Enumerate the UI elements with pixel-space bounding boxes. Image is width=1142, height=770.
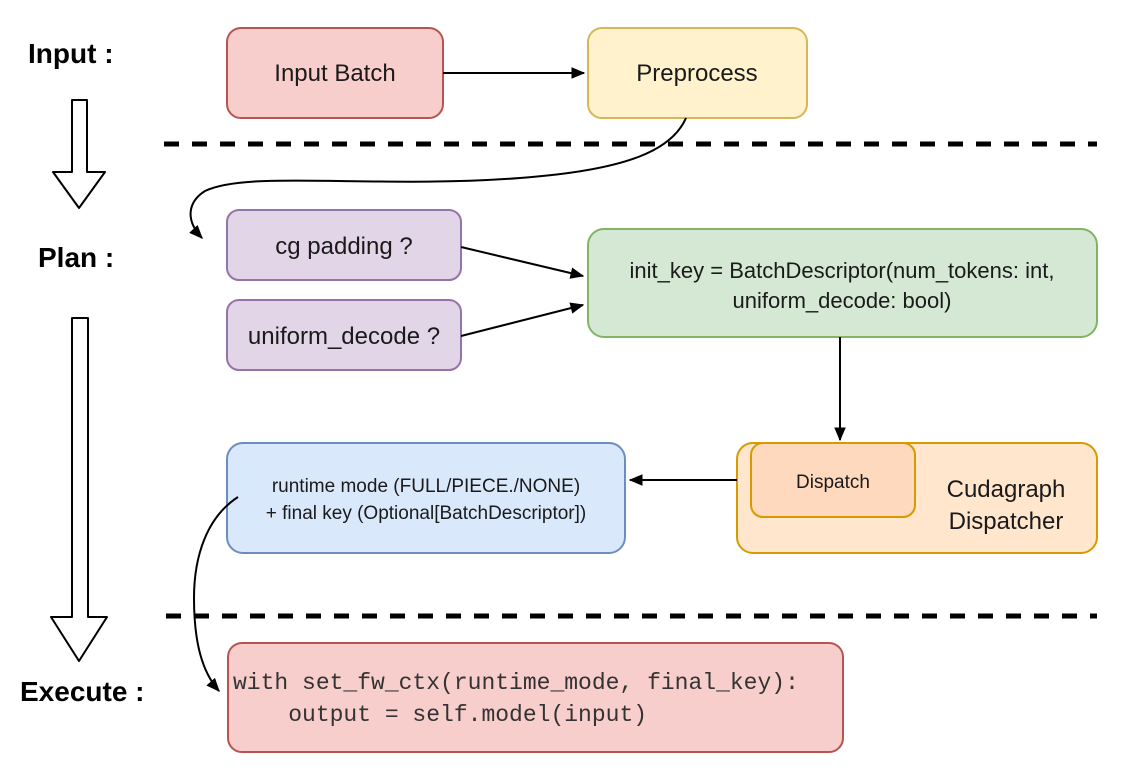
- execute-code-line1: with set_fw_ctx(runtime_mode, final_key)…: [233, 670, 799, 696]
- execute-code-box: [227, 642, 844, 753]
- cg-padding-label: cg padding ?: [275, 233, 412, 260]
- dispatch-label: Dispatch: [796, 472, 870, 493]
- arrow-cg-padding-to-init-key: [460, 246, 585, 279]
- init-key-line2: uniform_decode: bool): [733, 288, 952, 313]
- preprocess-label: Preprocess: [636, 60, 757, 87]
- node-execute-code: with set_fw_ctx(runtime_mode, final_key)…: [227, 642, 844, 753]
- down-arrow-input-to-plan: [52, 99, 106, 209]
- stage-label-execute: Execute :: [20, 676, 145, 707]
- node-cg-padding: cg padding ?: [226, 209, 462, 281]
- dispatch-box: [750, 442, 916, 518]
- node-init-key: init_key = BatchDescriptor(num_tokens: i…: [587, 228, 1098, 338]
- cudagraph-dispatcher-line1: Cudagraph: [947, 476, 1066, 503]
- init-key-box: [587, 228, 1098, 338]
- node-input-batch: Input Batch: [226, 27, 444, 119]
- runtime-result-box: [226, 442, 626, 554]
- arrow-runtime-result-to-execute-code: [192, 496, 239, 692]
- stage-label-input: Input :: [28, 38, 114, 69]
- arrow-uniform-decode-to-init-key: [460, 302, 585, 337]
- stage-label-plan: Plan :: [38, 242, 114, 273]
- node-uniform-decode: uniform_decode ?: [226, 299, 462, 371]
- runtime-result-line1: runtime mode (FULL/PIECE./NONE): [272, 476, 580, 497]
- node-preprocess: Preprocess: [587, 27, 808, 119]
- down-arrow-plan-to-execute: [50, 317, 108, 662]
- node-dispatch: Dispatch: [750, 442, 916, 518]
- execute-code-line2: output = self.model(input): [233, 702, 647, 728]
- cg-padding-box: [226, 209, 462, 281]
- runtime-result-line2: + final key (Optional[BatchDescriptor]): [266, 503, 587, 524]
- preprocess-box: [587, 27, 808, 119]
- input-batch-label: Input Batch: [274, 60, 395, 87]
- arrow-preprocess-to-cg-padding: [189, 117, 687, 239]
- cudagraph-dispatcher-line2: Dispatcher: [949, 508, 1064, 535]
- init-key-line1: init_key = BatchDescriptor(num_tokens: i…: [630, 258, 1055, 283]
- node-runtime-result: runtime mode (FULL/PIECE./NONE) + final …: [226, 442, 626, 554]
- uniform-decode-label: uniform_decode ?: [248, 323, 440, 350]
